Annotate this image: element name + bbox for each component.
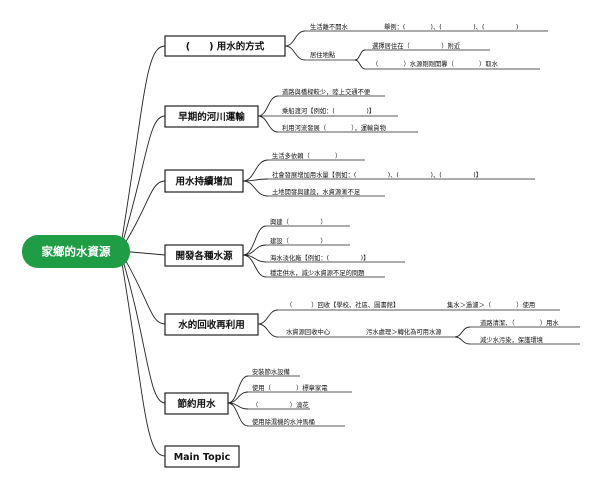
subtopic-text: 乘船渡河【例如：( )】 [282, 106, 375, 115]
subtopic-text: 生活多依賴（ ） [272, 151, 341, 160]
topic-increasing-usage[interactable]: 用水持續增加 生活多依賴（ ） 社會發展增加用水量【例如：( )、( )、( )… [164, 151, 535, 197]
subtopic-text: 道路與橋樑較少，陸上交通不便 [282, 87, 371, 96]
topic-box [164, 105, 259, 128]
topic-main-topic[interactable]: Main Topic [164, 445, 240, 468]
subtopic-text: 集水＞過濾＞（ ）使用 [447, 300, 535, 309]
topic-river-transport[interactable]: 早期的河川運輸 道路與橋樑較少，陸上交通不便 乘船渡河【例如：( )】 利用河流… [164, 87, 418, 133]
topic-box [164, 244, 244, 267]
subtopic-text: 居住地點 [310, 50, 336, 59]
subtopic-text: （ ）回收【學校、社區、圖書館】 [286, 300, 399, 309]
subtopic-text: 使用（ ）標章家電 [252, 383, 328, 392]
topic-label: 節約用水 [176, 398, 216, 410]
subtopic-text: 道路清潔、（ ）用水 [480, 318, 559, 327]
topic-box [164, 313, 259, 336]
topic-box [164, 445, 240, 468]
central-connectors [119, 45, 166, 457]
subtopic-text: 穩定供水，減少水資源不足的問題 [270, 268, 365, 277]
subtopic-text: 土地開發與建設，水資源漸不足 [272, 187, 361, 196]
topic-water-usage[interactable]: ( ) 用水的方式 生活離不開水 舉例：( )、( )、( ) 居住地點 選擇居… [164, 22, 548, 70]
central-topic[interactable]: 家鄉的水資源 [22, 235, 130, 268]
topic-label: 用水持續增加 [174, 176, 232, 188]
subtopic-text: 建設（ ） [270, 236, 327, 245]
topic-label: Main Topic [174, 452, 231, 463]
subtopic-text: 興建（ ） [270, 217, 327, 226]
subtopic-text: 水資源回收中心 [286, 327, 331, 336]
subtopic-text: （ ）水源剛剛開釁（ ）取水 [372, 59, 499, 68]
subtopic-text: （ ）澆花 [252, 400, 309, 409]
subtopic-text: 舉例：( )、( )、( ) [384, 22, 518, 31]
subtopic-text: 選擇居住在（ ）附近 [372, 41, 461, 50]
topic-box [164, 169, 244, 193]
topic-label: ( ) 用水的方式 [186, 41, 265, 53]
subtopic-text: 安裝節水設備 [252, 367, 290, 376]
subtopic-text: 海水淡化廠【例如：( )】 [270, 253, 369, 262]
topic-box [164, 392, 229, 415]
topic-label: 開發各種水源 [175, 250, 233, 262]
topic-label: 早期的河川運輸 [178, 111, 245, 123]
central-topic-label: 家鄉的水資源 [42, 245, 111, 259]
subtopic-text: 社會發展增加用水量【例如：( )、( )、( )】 [272, 170, 482, 179]
subtopic-text: 減少水污染，保護環境 [480, 335, 543, 344]
subtopic-text: 污水處理＞轉化為可用水源 [366, 327, 442, 336]
central-topic-bubble [22, 235, 130, 268]
topic-label: 水的回收再利用 [178, 319, 245, 331]
topic-box [164, 35, 286, 57]
subtopic-text: 使用除濕機的水沖馬桶 [252, 417, 315, 426]
topic-water-sources[interactable]: 開發各種水源 興建（ ） 建設（ ） 海水淡化廠【例如：( )】 穩定供水，減少… [164, 217, 405, 278]
topic-recycling[interactable]: 水的回收再利用 （ ）回收【學校、社區、圖書館】 集水＞過濾＞（ ）使用 水資源… [164, 300, 580, 345]
subtopic-text: 生活離不開水 [310, 22, 348, 31]
subtopic-text: 利用河流發展（ ），運輸貨物 [282, 123, 386, 132]
topic-save-water[interactable]: 節約用水 安裝節水設備 使用（ ）標章家電 （ ）澆花 使用除濕機的水沖馬桶 [164, 367, 352, 427]
